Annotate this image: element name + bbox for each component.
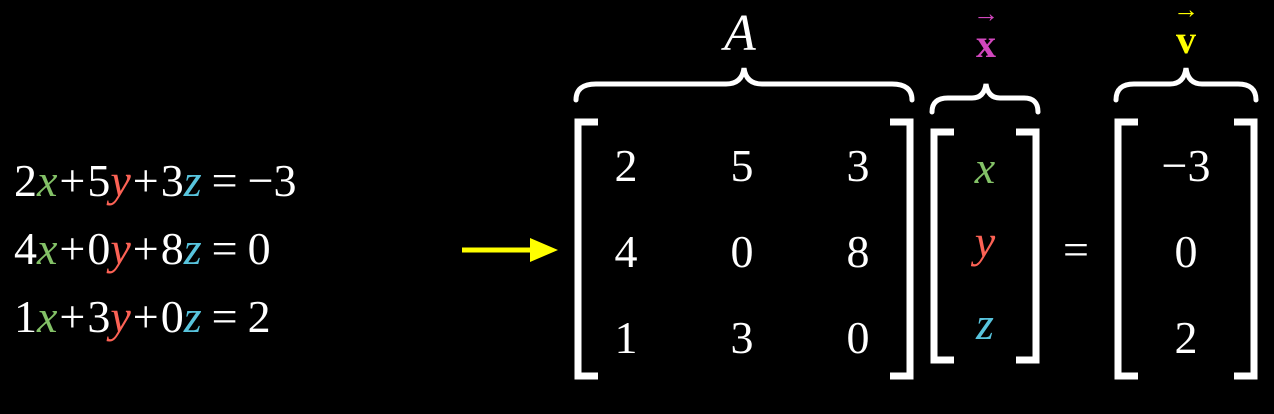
- coef: 0: [160, 291, 184, 342]
- equals: =: [211, 155, 238, 206]
- plus: +: [59, 291, 86, 342]
- plus: +: [59, 223, 86, 274]
- vector-x-entry-z: z: [976, 298, 994, 349]
- plus: +: [132, 291, 159, 342]
- coef: 0: [87, 223, 111, 274]
- matrix-a-left-bracket: [574, 118, 598, 380]
- var-z: z: [183, 155, 202, 206]
- vector-x-letter: x: [976, 21, 996, 66]
- vector-v-letter: v: [1176, 17, 1196, 62]
- var-z: z: [183, 223, 202, 274]
- matrix-a-label: A: [724, 5, 756, 62]
- vector-x-entry-y: y: [974, 216, 996, 267]
- vector-x-entry-x: x: [974, 142, 996, 193]
- matrix-a-right-bracket: [890, 118, 914, 380]
- plus: +: [59, 155, 86, 206]
- var-y: y: [110, 223, 131, 274]
- var-y: y: [110, 291, 131, 342]
- matrix-a-cell: 3: [730, 312, 754, 363]
- var-x: x: [37, 155, 58, 206]
- coef: 2: [14, 155, 37, 206]
- vector-v-label: → v: [1168, 0, 1204, 60]
- matrix-a-cell: 2: [614, 140, 638, 191]
- coef: 5: [87, 155, 111, 206]
- coef: 4: [14, 223, 37, 274]
- vector-v-entry: 0: [1174, 226, 1198, 277]
- var-x: x: [37, 291, 58, 342]
- equation-row-3: 1x+3y+0z=2: [14, 288, 271, 346]
- equation-row-1: 2x+5y+3z=−3: [14, 152, 297, 210]
- coef: 3: [87, 291, 111, 342]
- vector-x-label: → x: [968, 0, 1004, 66]
- equation-row-2: 4x+0y+8z=0: [14, 220, 271, 278]
- matrix-a-cell: 4: [614, 226, 638, 277]
- rhs: −3: [247, 155, 297, 206]
- vector-v-brace: [1113, 67, 1259, 103]
- coef: 3: [160, 155, 184, 206]
- plus: +: [132, 223, 159, 274]
- vector-v-left-bracket: [1114, 118, 1138, 380]
- equals-sign: =: [1063, 224, 1089, 275]
- vector-v-entry: 2: [1174, 312, 1198, 363]
- matrix-a-cell: 5: [730, 140, 754, 191]
- matrix-a-brace: [573, 67, 915, 103]
- right-arrow-icon: [462, 238, 558, 262]
- rhs: 0: [247, 223, 271, 274]
- equals: =: [211, 223, 238, 274]
- var-y: y: [110, 155, 131, 206]
- rhs: 2: [247, 291, 271, 342]
- matrix-a-cell: 0: [846, 312, 870, 363]
- vector-v-right-bracket: [1234, 118, 1258, 380]
- var-x: x: [37, 223, 58, 274]
- var-z: z: [183, 291, 202, 342]
- vector-x-right-bracket: [1016, 128, 1040, 364]
- vector-x-brace: [929, 83, 1041, 115]
- coef: 8: [160, 223, 184, 274]
- matrix-a-cell: 1: [614, 312, 638, 363]
- matrix-a-cell: 3: [846, 140, 870, 191]
- vector-v-entry: −3: [1161, 140, 1211, 191]
- plus: +: [132, 155, 159, 206]
- matrix-a-cell: 0: [730, 226, 754, 277]
- matrix-a-cell: 8: [846, 226, 870, 277]
- vector-arrow-icon: →: [1173, 0, 1199, 24]
- coef: 1: [14, 291, 37, 342]
- vector-x-left-bracket: [930, 128, 954, 364]
- equals: =: [211, 291, 238, 342]
- vector-arrow-icon: →: [973, 0, 999, 28]
